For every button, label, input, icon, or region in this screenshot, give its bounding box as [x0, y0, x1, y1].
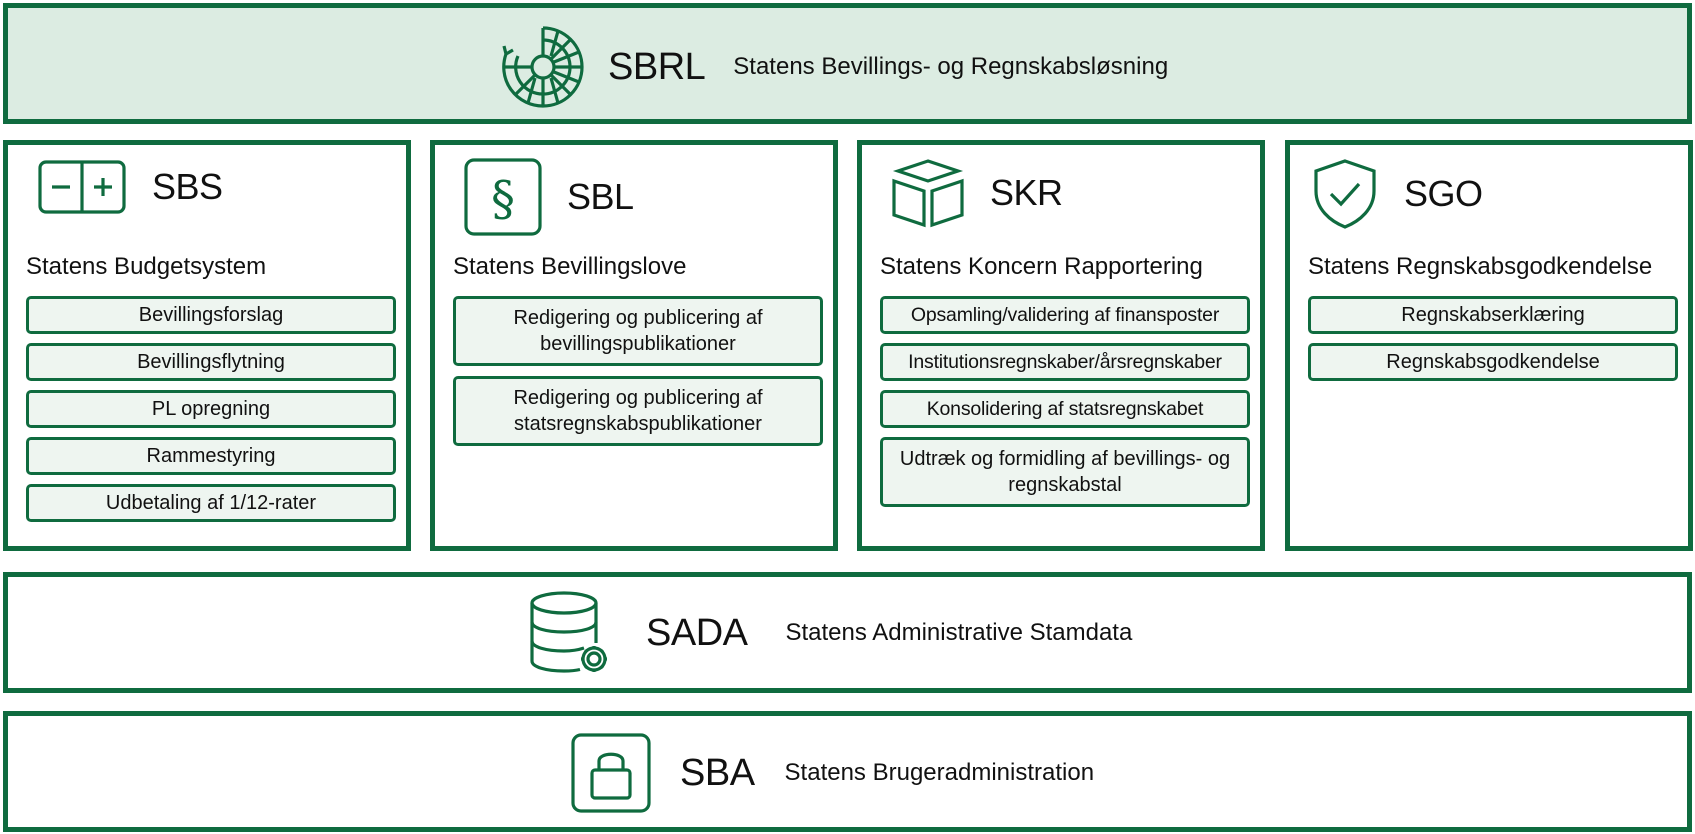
sbl-panel: § SBL Statens Bevillingslove Redigering …	[430, 140, 838, 551]
sbs-item: Udbetaling af 1/12-rater	[26, 484, 396, 522]
sgo-item: Regnskabsgodkendelse	[1308, 343, 1678, 381]
sada-name: Statens Administrative Stamdata	[785, 619, 1133, 646]
sbs-panel: SBS Statens Budgetsystem Bevillingsforsl…	[3, 140, 411, 551]
sbrl-abbr: SBRL	[608, 45, 706, 88]
skr-item: Udtræk og formidling af bevillings- og r…	[880, 437, 1250, 507]
section-sign-icon: §	[463, 157, 543, 237]
padlock-icon	[570, 732, 652, 814]
skr-item: Konsolidering af statsregnskabet	[880, 390, 1250, 428]
sbs-title: Statens Budgetsystem	[26, 253, 267, 280]
sbl-item: Redigering og publicering af statsregnsk…	[453, 376, 823, 446]
skr-panel: SKR Statens Koncern Rapportering Opsamli…	[857, 140, 1265, 551]
sbl-abbr: SBL	[567, 176, 634, 217]
skr-abbr: SKR	[990, 172, 1063, 213]
skr-item: Institutionsregnskaber/årsregnskaber	[880, 343, 1250, 381]
minus-plus-icon	[36, 157, 128, 217]
skr-title: Statens Koncern Rapportering	[880, 253, 1203, 280]
sbrl-name: Statens Bevillings- og Regnskabsløsning	[733, 53, 1169, 80]
sbs-item: Bevillingsflytning	[26, 343, 396, 381]
sba-name: Statens Brugeradministration	[784, 759, 1095, 786]
sbrl-banner: SBRL Statens Bevillings- og Regnskabsløs…	[3, 3, 1692, 124]
sbl-title: Statens Bevillingslove	[453, 253, 687, 280]
database-gear-icon	[530, 589, 612, 677]
open-box-icon	[890, 157, 966, 229]
sada-banner: SADA Statens Administrative Stamdata	[3, 572, 1692, 693]
sgo-panel: SGO Statens Regnskabsgodkendelse Regnska…	[1285, 140, 1693, 551]
shield-check-icon	[1310, 157, 1380, 231]
sbl-item: Redigering og publicering af bevillingsp…	[453, 296, 823, 366]
sgo-abbr: SGO	[1404, 173, 1483, 214]
sbs-item: PL opregning	[26, 390, 396, 428]
sbs-item: Rammestyring	[26, 437, 396, 475]
sbs-abbr: SBS	[152, 166, 223, 207]
sba-abbr: SBA	[680, 751, 755, 794]
radial-chart-icon	[500, 24, 586, 110]
svg-text:§: §	[491, 171, 515, 227]
sgo-item: Regnskabserklæring	[1308, 296, 1678, 334]
sba-banner: SBA Statens Brugeradministration	[3, 711, 1692, 832]
skr-item: Opsamling/validering af finansposter	[880, 296, 1250, 334]
sada-abbr: SADA	[646, 611, 748, 654]
sbs-item: Bevillingsforslag	[26, 296, 396, 334]
sgo-title: Statens Regnskabsgodkendelse	[1308, 253, 1653, 280]
